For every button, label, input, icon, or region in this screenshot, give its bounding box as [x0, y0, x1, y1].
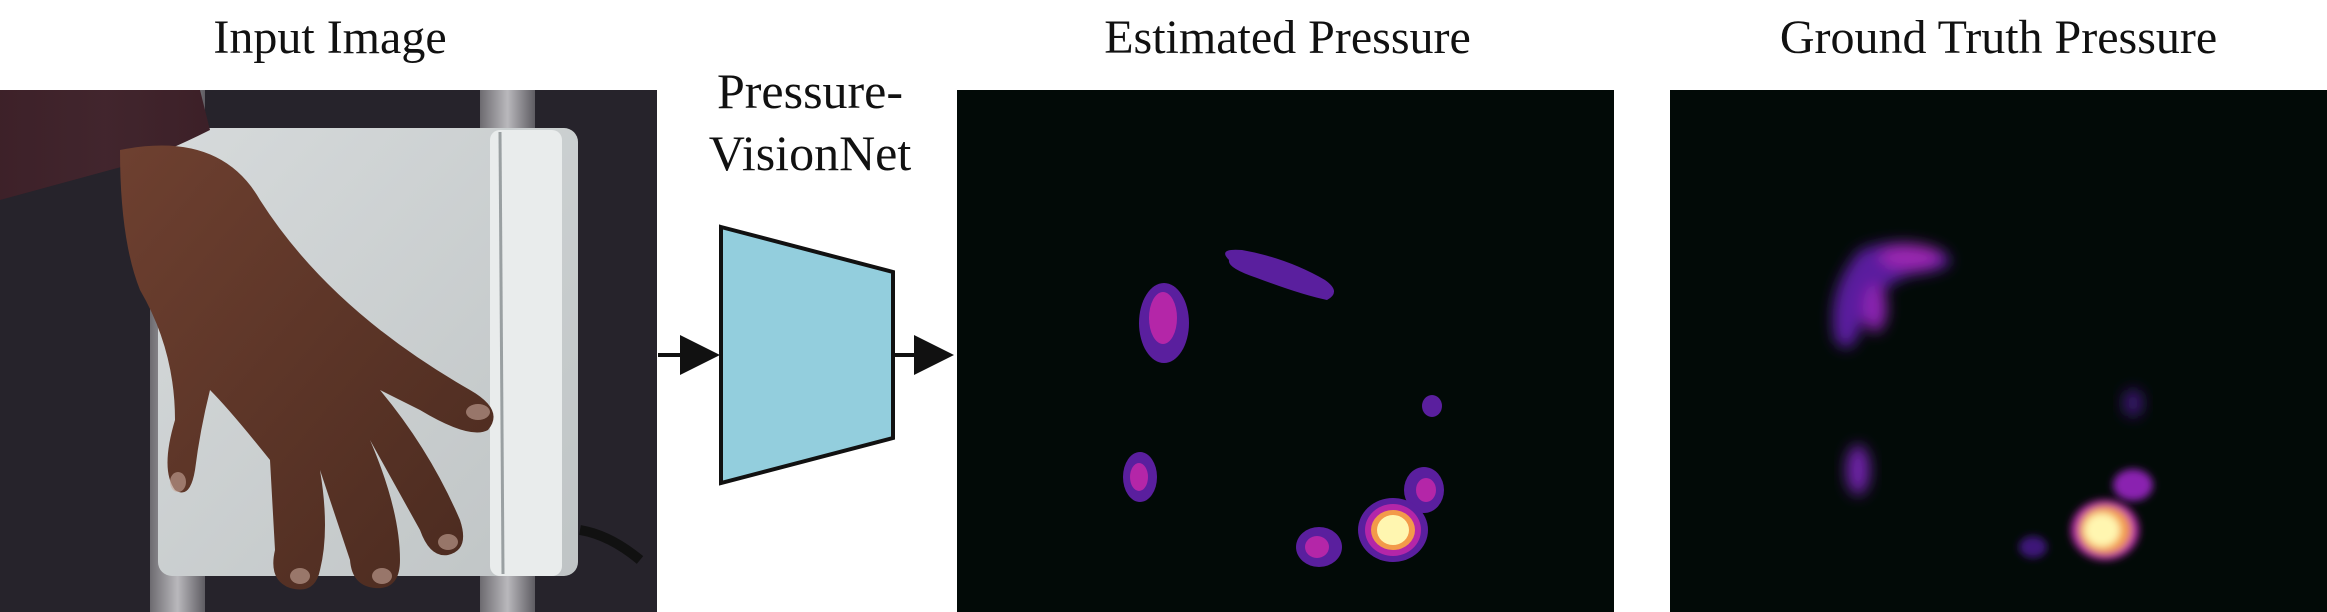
pressure-blob	[1846, 445, 1870, 495]
ground-truth-heatmap-svg	[1832, 242, 2153, 560]
hand	[120, 145, 494, 590]
network-label: Pressure- VisionNet	[690, 60, 930, 184]
pressure-blob	[1225, 249, 1335, 300]
pad-edge-strip	[490, 130, 562, 576]
ground-truth-pressure-title: Ground Truth Pressure	[1779, 11, 2218, 64]
input-image-title: Input Image	[213, 11, 447, 64]
pressure-blob	[1296, 527, 1342, 567]
pressure-blob	[1404, 467, 1444, 513]
input-image-panel	[0, 90, 657, 612]
pressure-blob	[1832, 242, 1950, 348]
pressure-blob	[2019, 536, 2047, 558]
pressure-blob	[1139, 283, 1189, 363]
network-label-line1: Pressure-	[716, 63, 904, 119]
estimated-heatmap-svg	[1123, 249, 1444, 567]
pressure-blob	[2123, 389, 2143, 417]
ground-truth-pressure-heatmap	[1670, 90, 2327, 612]
pressure-blob	[2113, 469, 2153, 501]
pressure-blob	[1422, 395, 1442, 417]
network-trapezoid	[719, 224, 895, 486]
estimated-pressure-heatmap	[957, 90, 1614, 612]
pressure-blob-peak	[1358, 498, 1428, 562]
hand-on-sensor-photo	[0, 90, 657, 612]
pressure-blob	[1123, 452, 1157, 502]
cable	[579, 525, 644, 564]
estimated-pressure-title: Estimated Pressure	[1104, 11, 1471, 64]
pressure-blob-peak	[2071, 500, 2139, 560]
network-label-line2: VisionNet	[708, 125, 912, 181]
